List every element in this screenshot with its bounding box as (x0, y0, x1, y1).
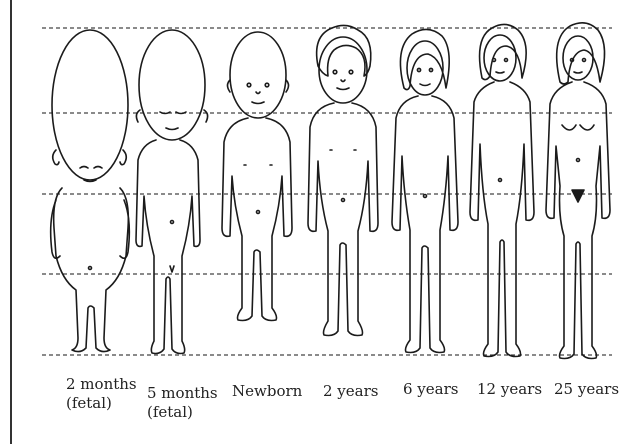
torso (392, 96, 458, 353)
mouth (166, 128, 178, 130)
navel (577, 159, 580, 162)
label-2-years: 2 years (323, 382, 378, 401)
eye-left (333, 70, 337, 74)
head (139, 30, 205, 140)
navel (257, 211, 260, 214)
eye-right (505, 59, 508, 62)
label-2-months-fetal: 2 months (fetal) (66, 375, 137, 413)
fetal-ear-right (120, 150, 126, 165)
label-line: Newborn (232, 382, 302, 401)
figure-6-years (392, 29, 458, 352)
label-25-years: 25 years (554, 380, 619, 399)
mouth (252, 102, 264, 104)
label-line: 2 years (323, 382, 378, 401)
navel (342, 199, 345, 202)
navel (499, 179, 502, 182)
eye-right (265, 83, 269, 87)
label-line: 12 years (477, 380, 542, 399)
eye-left (247, 83, 251, 87)
mouth (574, 72, 582, 73)
fetal-ear-left (53, 150, 59, 165)
head (319, 37, 367, 103)
eye-right (429, 68, 432, 71)
label-5-months-fetal: 5 months (fetal) (147, 384, 218, 422)
fetal-navel (89, 267, 92, 270)
head (484, 35, 516, 81)
label-line-secondary: (fetal) (147, 403, 218, 422)
label-line-secondary: (fetal) (66, 394, 137, 413)
torso (136, 140, 200, 354)
figure-5-months-fetal (136, 30, 208, 354)
ear-right (204, 110, 208, 122)
nose (341, 80, 345, 82)
mouth (496, 72, 504, 73)
ear-left (136, 110, 140, 122)
label-newborn: Newborn (232, 382, 302, 401)
figure-newborn (222, 32, 292, 321)
pubic-hair (572, 190, 584, 202)
genital-line (170, 266, 174, 272)
mouth (337, 88, 349, 90)
breasts (562, 125, 594, 130)
figure-2-years (308, 25, 378, 335)
figure-25-years (546, 23, 610, 359)
nose (256, 92, 260, 94)
navel (424, 195, 427, 198)
label-6-years: 6 years (403, 380, 458, 399)
eye-left (417, 68, 420, 71)
fetal-eye-left (80, 167, 88, 169)
torso (308, 103, 378, 336)
figure-12-years (470, 24, 534, 356)
torso (222, 118, 292, 321)
mouth (420, 84, 430, 86)
fetal-head (52, 30, 128, 180)
height-reference-lines (42, 28, 612, 355)
eye-right (583, 59, 586, 62)
head (230, 32, 286, 118)
eye-left (493, 59, 496, 62)
label-12-years: 12 years (477, 380, 542, 399)
eye-right (176, 112, 186, 114)
torso (470, 82, 534, 357)
eye-right (349, 70, 353, 74)
navel (171, 221, 174, 224)
eye-left (160, 112, 170, 114)
fetal-eye-right (94, 167, 102, 169)
torso (546, 82, 610, 359)
label-line: 6 years (403, 380, 458, 399)
label-line: 25 years (554, 380, 619, 399)
label-line: 2 months (66, 375, 137, 394)
label-line: 5 months (147, 384, 218, 403)
figure-2-months-fetal (51, 30, 130, 352)
